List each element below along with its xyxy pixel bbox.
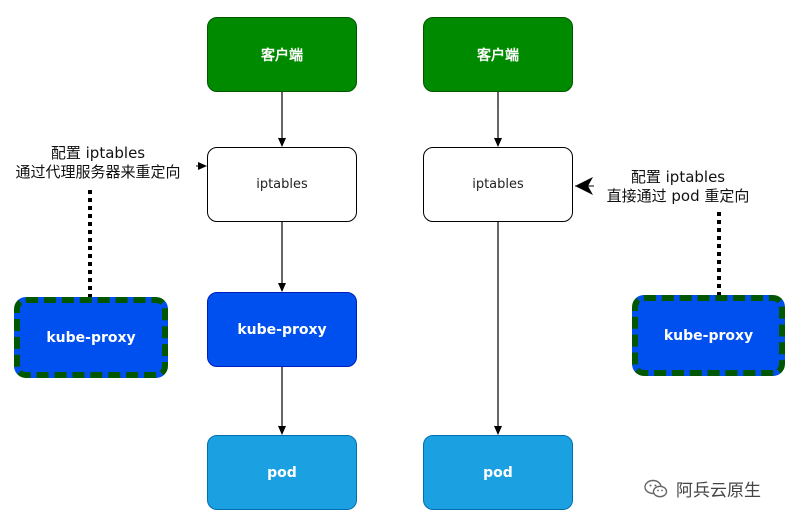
kube-proxy-box-left: kube-proxy: [207, 292, 357, 367]
kube-proxy-side-box-right: kube-proxy: [632, 295, 785, 376]
client-label-right: 客户端: [477, 47, 519, 64]
kube-proxy-side-box-left: kube-proxy: [14, 297, 168, 378]
kube-proxy-side-label-left: kube-proxy: [46, 329, 136, 346]
config-note-right-line2: 直接通过 pod 重定向: [606, 187, 750, 205]
client-label-left: 客户端: [261, 47, 303, 64]
iptables-label-left: iptables: [256, 177, 308, 192]
pod-label-right: pod: [483, 464, 513, 481]
watermark: 阿兵云原生: [644, 476, 761, 501]
pod-box-left: pod: [207, 435, 357, 510]
iptables-box-right: iptables: [423, 147, 573, 222]
pod-label-left: pod: [267, 464, 297, 481]
kube-proxy-label-left: kube-proxy: [237, 321, 327, 338]
watermark-text: 阿兵云原生: [676, 481, 761, 501]
config-note-right-line1: 配置 iptables: [630, 168, 726, 186]
config-note-left-line1: 配置 iptables: [50, 144, 146, 162]
client-box-left: 客户端: [207, 17, 357, 92]
iptables-label-right: iptables: [472, 177, 524, 192]
config-note-left: 配置 iptables 通过代理服务器来重定向: [0, 144, 196, 182]
iptables-box-left: iptables: [207, 147, 357, 222]
pod-box-right: pod: [423, 435, 573, 510]
config-note-left-line2: 通过代理服务器来重定向: [15, 163, 181, 181]
config-note-right: 配置 iptables 直接通过 pod 重定向: [588, 168, 768, 206]
kube-proxy-side-label-right: kube-proxy: [663, 327, 754, 344]
client-box-right: 客户端: [423, 17, 573, 92]
wechat-icon: [644, 479, 668, 497]
